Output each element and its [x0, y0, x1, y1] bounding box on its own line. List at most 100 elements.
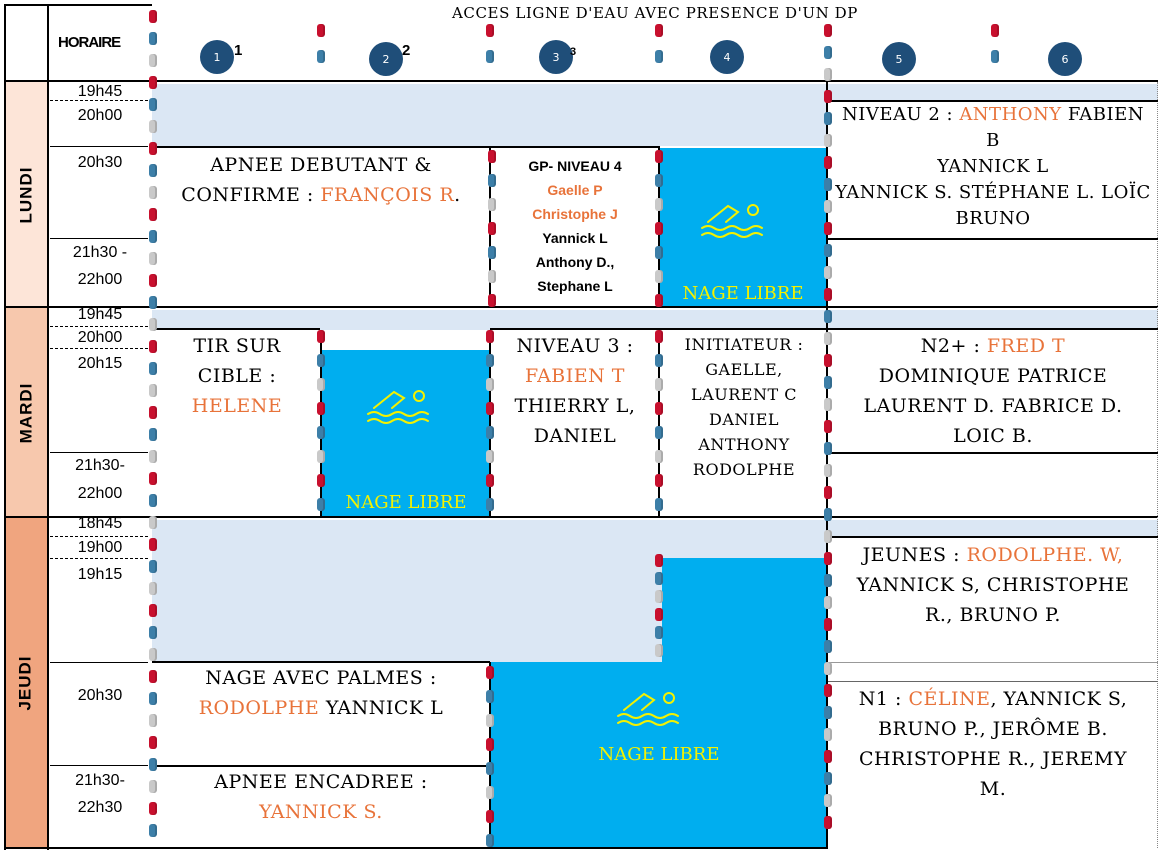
lane-rope-float	[824, 178, 832, 191]
time-divider	[50, 100, 148, 101]
jeudi-nage-libre-area-upper	[662, 558, 828, 664]
horaire-header: HORAIRE	[58, 34, 121, 51]
block-border	[828, 452, 1158, 454]
lane-rope-float	[824, 266, 832, 279]
lane-ghost-digit: 2	[402, 42, 411, 59]
lane-rope-float	[655, 644, 663, 657]
lane-rope-float	[824, 24, 832, 37]
lane-rope-float	[149, 648, 157, 661]
lane-rope-float	[655, 50, 663, 63]
lane-rope-float	[149, 560, 157, 573]
lane-border	[320, 330, 322, 516]
mardi-n2plus-block: N2+ : FRED T DOMINIQUE PATRICE LAURENT D…	[863, 335, 1123, 447]
lane-rope-float	[824, 684, 832, 697]
lane-rope-float	[149, 76, 157, 89]
lane-rope-float	[824, 90, 832, 103]
block-border	[828, 662, 1158, 663]
jeudi-warmup-area-left	[152, 520, 662, 662]
lane-rope-float	[486, 330, 494, 343]
lane-rope-float	[486, 50, 494, 63]
lane-rope-float	[149, 142, 157, 155]
lane-rope-float	[149, 758, 157, 771]
lane-rope-float	[149, 98, 157, 111]
lane-rope-float	[149, 32, 157, 45]
mardi-band	[4, 308, 48, 518]
jeudi-jeunes-block: JEUNES : RODOLPHE. W, YANNICK S, CHRISTO…	[856, 544, 1130, 626]
lane-rope-float	[486, 666, 494, 679]
lane-rope-float	[486, 810, 494, 823]
jeudi-n1-block: N1 : CÉLINE, YANNICK S, BRUNO P., JERÔME…	[858, 688, 1128, 800]
day-column-border	[47, 4, 49, 850]
lane-rope-float	[317, 50, 325, 63]
nage-libre-label: NAGE LIBRE	[345, 492, 467, 513]
lane-rope-float	[488, 222, 496, 235]
lundi-right-top-area	[828, 84, 1158, 100]
lane-rope-float	[824, 244, 832, 257]
lane-rope-float	[824, 442, 832, 455]
time-divider	[50, 452, 148, 453]
lane-rope-float	[488, 150, 496, 163]
frame-bottom-border	[4, 847, 828, 849]
lane-rope-float	[991, 50, 999, 63]
block-border	[828, 536, 1158, 538]
lane-ghost-digit: 3	[570, 46, 577, 58]
lane-rope-float	[149, 802, 157, 815]
lane-rope-float	[824, 46, 832, 59]
jeudi-apnee-encadree-block: APNEE ENCADREE : YANNICK S.	[214, 771, 428, 823]
lane-badge-4: 4	[710, 40, 744, 74]
lane-rope-float	[655, 590, 663, 603]
lane-rope-float	[149, 472, 157, 485]
time-label: 20h30	[77, 687, 123, 704]
lane-rope-float	[824, 530, 832, 543]
lane-rope-float	[149, 450, 157, 463]
lane-rope-float	[655, 572, 663, 585]
lane-rope-float	[824, 420, 832, 433]
lane-rope-float	[149, 516, 157, 529]
time-divider	[50, 348, 148, 349]
time-label: 20h30	[77, 154, 123, 171]
time-label: 20h00	[77, 107, 123, 124]
nage-libre-label: NAGE LIBRE	[598, 744, 720, 765]
lane-rope-float	[149, 318, 157, 331]
lane-rope-float	[824, 816, 832, 829]
lane-rope-float	[149, 780, 157, 793]
lundi-gp-niveau4-block: GP- NIVEAU 4 Gaelle P Christophe J Yanni…	[528, 158, 622, 294]
block-border	[152, 146, 658, 148]
jeudi-palmes-block: NAGE AVEC PALMES : RODOLPHE YANNICK L	[198, 667, 444, 719]
lane-rope-float	[317, 354, 325, 367]
block-border	[828, 100, 1158, 102]
lane-rope-float	[486, 762, 494, 775]
mardi-niveau3-block: NIVEAU 3 : FABIEN T THIERRY L, DANIEL	[514, 335, 636, 447]
lane-rope-float	[149, 164, 157, 177]
lane-rope-float	[486, 834, 494, 847]
lane-rope-float	[317, 450, 325, 463]
lane-rope-float	[149, 538, 157, 551]
lane-rope-float	[824, 486, 832, 499]
block-border	[152, 765, 490, 767]
lane-badge-5: 5	[882, 42, 916, 76]
lane-rope-float	[488, 270, 496, 283]
block-border	[828, 238, 1158, 240]
lane-rope-float	[824, 200, 832, 213]
lane-rope-float	[824, 794, 832, 807]
lundi-band	[4, 82, 48, 308]
lane-ghost-digit: 1	[234, 42, 243, 59]
lane-rope-float	[824, 750, 832, 763]
lane-badge-3: 3	[539, 40, 573, 74]
lane-rope-float	[824, 134, 832, 147]
block-border	[152, 661, 490, 663]
lane-rope-float	[149, 54, 157, 67]
lane-rope-float	[317, 474, 325, 487]
dotted-right-border	[1157, 82, 1158, 848]
lane-rope-float	[149, 824, 157, 837]
lane-rope-float	[149, 714, 157, 727]
time-label: 19h45	[77, 306, 123, 323]
time-divider	[50, 662, 148, 663]
lane-rope-float	[149, 428, 157, 441]
block-border	[828, 328, 1158, 330]
lane-rope-float	[317, 330, 325, 343]
time-label: 22h30	[77, 799, 123, 816]
lane-rope-float	[655, 426, 663, 439]
lane-rope-float	[149, 626, 157, 639]
lane-rope-float	[655, 270, 663, 283]
